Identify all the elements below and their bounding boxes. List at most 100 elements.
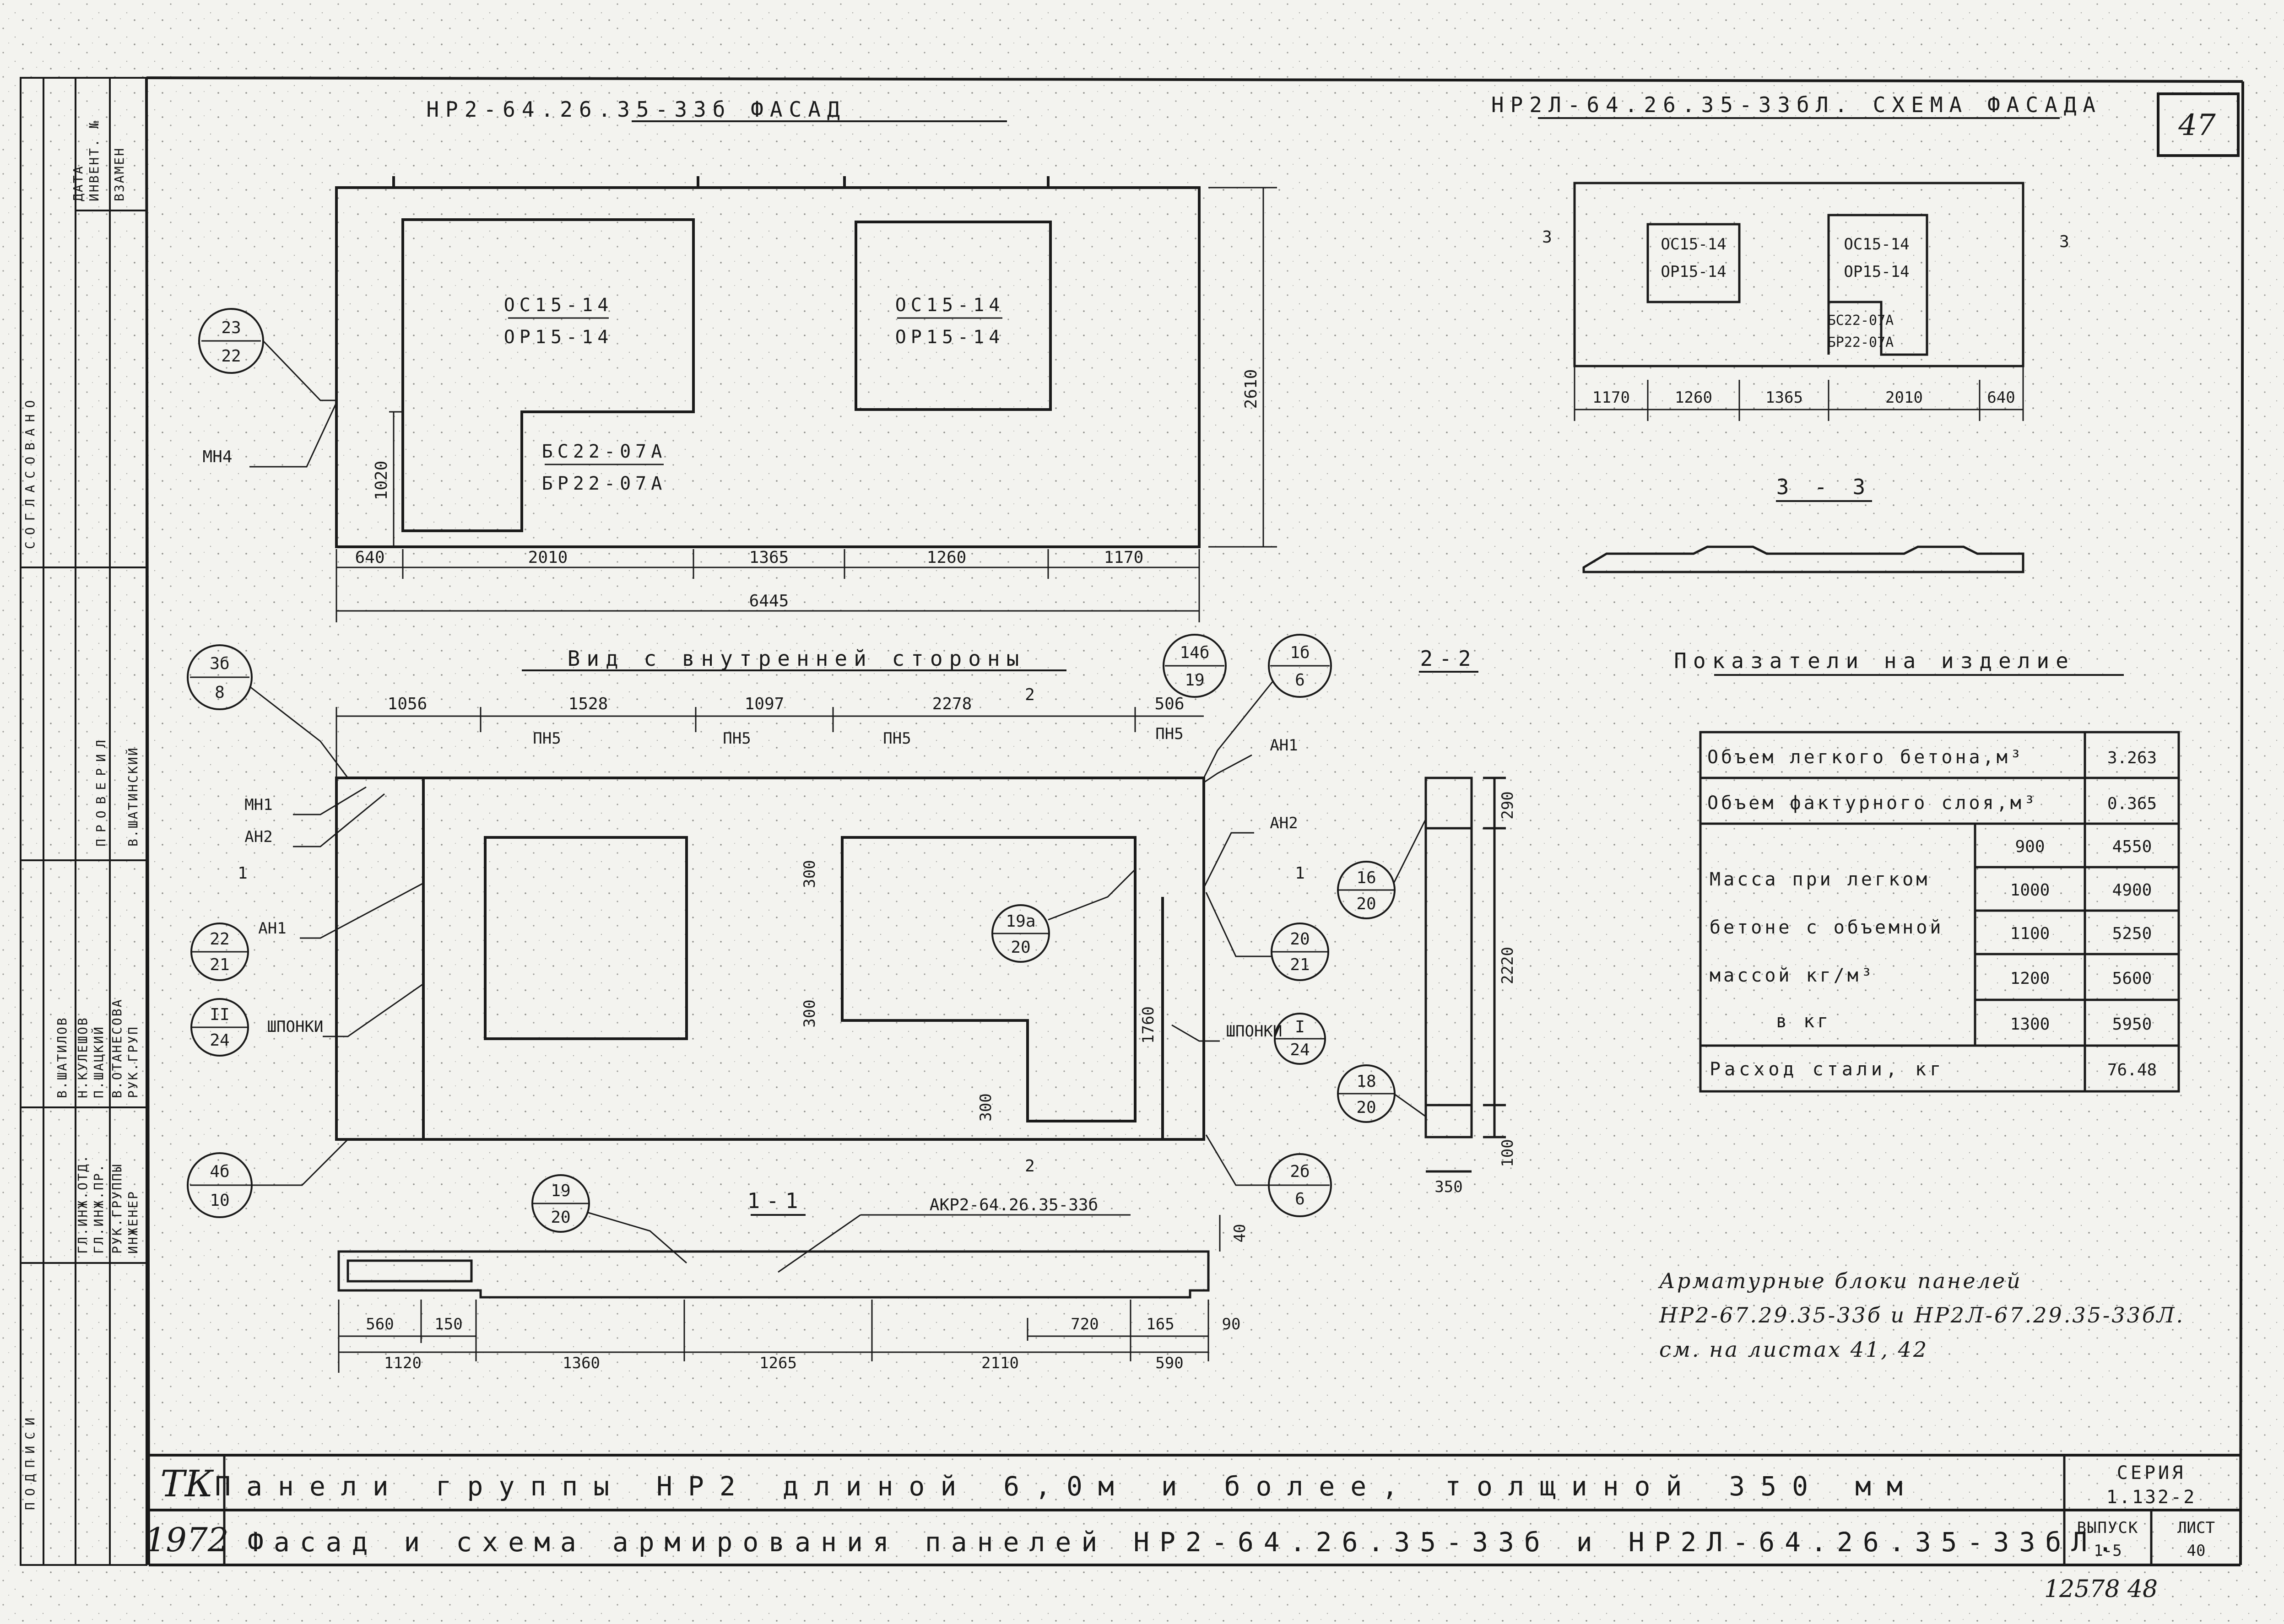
svg-text:24: 24 (1290, 1041, 1310, 1059)
svg-text:76.48: 76.48 (2107, 1061, 2157, 1079)
scheme-labels: ОС15-14 ОР15-14 ОС15-14 ОР15-14 БС22-07А… (1542, 228, 2069, 351)
svg-text:ПРОВЕРИЛ: ПРОВЕРИЛ (93, 734, 108, 847)
scheme-panel (1573, 182, 2024, 367)
svg-text:6445: 6445 (749, 592, 789, 610)
svg-text:ВЗАМЕН: ВЗАМЕН (112, 147, 127, 201)
reinforcement-note: Арматурные блоки панелей НР2-67.29.35-33… (1658, 1268, 2185, 1362)
facade-dimensions (336, 187, 1277, 622)
svg-text:Объем легкого бетона,м³: Объем легкого бетона,м³ (1707, 747, 2024, 768)
section-1-1-title: 1-1 (747, 1188, 804, 1213)
svg-text:14б: 14б (1180, 643, 1209, 662)
svg-text:0.365: 0.365 (2107, 794, 2157, 813)
svg-text:150: 150 (434, 1315, 462, 1333)
series-label: СЕРИЯ (2117, 1462, 2186, 1484)
inner-view-title: Вид с внутренней стороны (568, 646, 1026, 671)
svg-text:ОР15-14: ОР15-14 (1661, 263, 1726, 281)
svg-text:ОР15-14: ОР15-14 (1844, 263, 1909, 281)
facade-title: НР2-64.26.35-33б ФАСАД (426, 97, 846, 122)
svg-text:10: 10 (210, 1191, 229, 1210)
svg-text:350: 350 (1434, 1178, 1462, 1196)
svg-text:В.ШАТИНСКИЙ: В.ШАТИНСКИЙ (125, 747, 141, 847)
svg-text:МН4: МН4 (202, 448, 232, 466)
sheet-number: 47 (2178, 108, 2216, 142)
svg-text:БР22-07А: БР22-07А (542, 473, 667, 494)
svg-text:ОС15-14: ОС15-14 (1661, 235, 1726, 254)
svg-text:640: 640 (1987, 388, 2015, 407)
section-3-3-title: 3 - 3 (1776, 475, 1872, 499)
svg-text:1300: 1300 (2010, 1015, 2050, 1034)
svg-text:ОР15-14: ОР15-14 (895, 327, 1005, 348)
section-2-2-title: 2-2 (1420, 646, 1477, 671)
svg-text:2: 2 (1025, 1157, 1035, 1176)
svg-text:ГЛ.ИНЖ.ПР.: ГЛ.ИНЖ.ПР. (91, 1163, 106, 1254)
svg-text:ШПОНКИ: ШПОНКИ (1226, 1022, 1283, 1041)
svg-text:560: 560 (366, 1315, 394, 1333)
stamp-texts: ВЗАМЕН ИНВЕНТ. № ДАТА СОГЛАСОВАНО ПРОВЕР… (22, 119, 141, 1510)
svg-text:БС22-07А: БС22-07А (542, 441, 667, 462)
facade-labels: ОС15-14 ОР15-14 ОС15-14 ОР15-14 БС22-07А… (504, 295, 1005, 494)
title-line-2: Фасад и схема армирования панелей НР2-64… (248, 1527, 2123, 1558)
svg-text:5950: 5950 (2112, 1015, 2152, 1034)
svg-text:1528: 1528 (568, 695, 608, 713)
svg-text:18: 18 (1356, 1072, 1376, 1091)
svg-text:1760: 1760 (1139, 1006, 1158, 1044)
section-1-1-profile (337, 1250, 1210, 1299)
svg-text:20: 20 (1011, 938, 1030, 957)
svg-text:Масса при легком: Масса при легком (1710, 869, 1930, 890)
svg-text:I: I (1295, 1018, 1305, 1036)
svg-text:3: 3 (2059, 232, 2069, 251)
svg-text:1: 1 (238, 864, 248, 883)
scheme-dimension-values: 1170 1260 1365 2010 640 (1592, 388, 2015, 407)
svg-text:ПН5: ПН5 (533, 729, 561, 748)
inner-dimension-values: 1056 1528 1097 2278 506 2 2 ПН5 ПН5 ПН5 … (388, 685, 1185, 1176)
issue-label: ВЫПУСК (2077, 1519, 2139, 1537)
section-1-1-dims (338, 1215, 1221, 1373)
svg-text:ИНЖЕНЕР: ИНЖЕНЕР (125, 1190, 141, 1254)
sheet-value: 40 (2187, 1542, 2206, 1560)
svg-text:1200: 1200 (2010, 969, 2050, 988)
svg-text:1056: 1056 (388, 695, 428, 713)
svg-text:1000: 1000 (2010, 881, 2050, 900)
indicators-table (1699, 731, 2180, 1093)
svg-text:19: 19 (551, 1182, 570, 1200)
svg-text:в кг: в кг (1776, 1011, 1831, 1032)
section-3-3-profile (1582, 545, 2024, 573)
svg-text:20: 20 (1356, 1098, 1376, 1117)
svg-text:21: 21 (210, 955, 229, 974)
svg-text:БС22-07А: БС22-07А (1828, 313, 1894, 329)
svg-text:АН1: АН1 (1270, 736, 1298, 755)
year: 1972 (145, 1521, 228, 1559)
inner-labels: МН1 АН2 АН1 ШПОНКИ АН1 АН2 ШПОНКИ 1 1 (238, 736, 1305, 1041)
svg-text:БР22-07А: БР22-07А (1828, 335, 1894, 351)
svg-text:1260: 1260 (1675, 388, 1712, 407)
left-stamp (20, 77, 147, 1566)
svg-text:2010: 2010 (1885, 388, 1923, 407)
svg-text:ПН5: ПН5 (883, 729, 911, 748)
svg-text:640: 640 (355, 548, 384, 567)
svg-text:ОС15-14: ОС15-14 (895, 295, 1005, 316)
svg-text:2610: 2610 (1242, 369, 1261, 409)
svg-text:4900: 4900 (2112, 881, 2152, 900)
svg-text:1260: 1260 (927, 548, 967, 567)
indicators-title: Показатели на изделие (1674, 648, 2075, 673)
svg-text:16: 16 (1356, 869, 1376, 887)
facade-callouts: 23 22 МН4 (198, 308, 337, 468)
svg-text:НР2-67.29.35-33б и НР2Л-67.29.: НР2-67.29.35-33б и НР2Л-67.29.35-33бЛ. (1659, 1303, 2185, 1327)
scheme-dimensions (1574, 366, 2024, 421)
title-block (149, 1455, 2241, 1565)
svg-text:20: 20 (1356, 895, 1376, 913)
svg-text:СОГЛАСОВАНО: СОГЛАСОВАНО (22, 394, 38, 549)
svg-text:23: 23 (221, 318, 241, 337)
svg-text:4б: 4б (210, 1162, 229, 1181)
svg-text:ОР15-14: ОР15-14 (504, 327, 613, 348)
svg-text:22: 22 (210, 930, 229, 949)
inner-leaders (293, 754, 1254, 1042)
svg-text:ИНВЕНТ. №: ИНВЕНТ. № (87, 119, 102, 201)
issue-value: 1-5 (2094, 1542, 2122, 1560)
svg-text:1: 1 (1295, 864, 1305, 883)
svg-text:бетоне с объемной: бетоне с объемной (1710, 917, 1943, 938)
svg-text:П.ШАЦКИЙ: П.ШАЦКИЙ (91, 1025, 106, 1098)
sheet-label: ЛИСТ (2177, 1519, 2215, 1537)
svg-text:см. на листах 41, 42: см. на листах 41, 42 (1659, 1337, 1928, 1362)
